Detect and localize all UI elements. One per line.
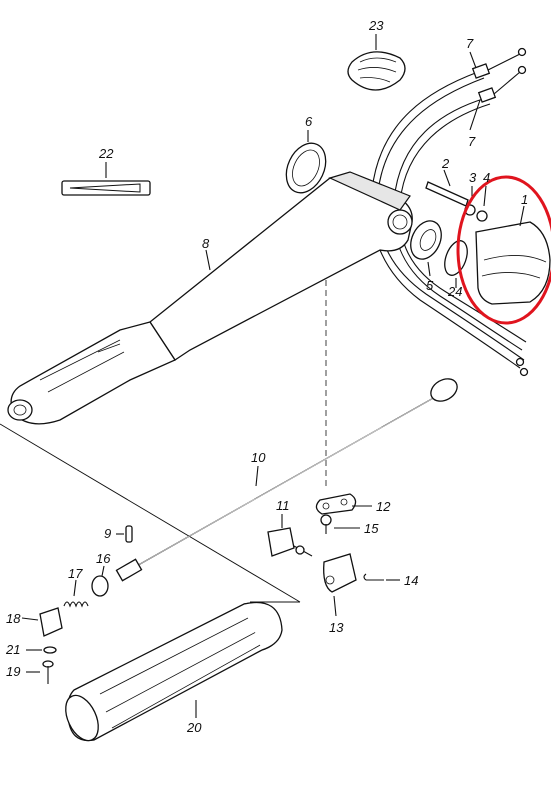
part-15-screw (320, 514, 360, 534)
part-9-pin (116, 525, 133, 543)
label-14: 14 (404, 573, 418, 588)
label-9: 9 (104, 526, 111, 541)
label-18: 18 (6, 611, 21, 626)
part-22-arrow-label (61, 162, 151, 196)
part-19-screw (26, 660, 54, 684)
label-13: 13 (329, 620, 344, 635)
label-20: 20 (186, 720, 202, 735)
label-11: 11 (276, 498, 290, 513)
part-2-stud (425, 169, 469, 207)
part-17-spring (63, 579, 89, 608)
label-22: 22 (98, 146, 114, 161)
label-3: 3 (469, 170, 477, 185)
label-12: 12 (376, 499, 391, 514)
part-18-block (21, 607, 63, 637)
part-5-bushing (410, 220, 442, 277)
label-8: 8 (202, 236, 210, 251)
label-23: 23 (368, 18, 384, 33)
part-6-oring (285, 130, 327, 194)
part-14-cotter-pin (363, 573, 400, 581)
label-1: 1 (521, 192, 528, 207)
label-7-bottom: 7 (468, 134, 476, 149)
label-24: 24 (447, 284, 462, 299)
part-1-cover (475, 205, 551, 305)
label-10: 10 (251, 450, 266, 465)
part-labels: 23 7 7 6 22 2 3 4 1 8 5 24 10 11 12 15 9… (5, 18, 528, 735)
part-13-clamp (323, 553, 357, 617)
part-16-bushing (91, 565, 109, 597)
part-20-grip (65, 601, 283, 742)
label-5: 5 (426, 278, 434, 293)
label-4: 4 (483, 170, 490, 185)
part-8-tiller-arm (7, 171, 413, 425)
label-16: 16 (96, 551, 111, 566)
label-2: 2 (441, 156, 450, 171)
part-24-oring (444, 240, 468, 288)
part-12-plate (315, 493, 372, 515)
label-21: 21 (5, 642, 20, 657)
part-23-grommet (347, 34, 406, 91)
part-10-rod (115, 378, 458, 582)
highlight-circle (456, 175, 551, 325)
part-11-bracket (267, 514, 313, 557)
label-17: 17 (68, 566, 83, 581)
label-15: 15 (364, 521, 379, 536)
label-6: 6 (305, 114, 313, 129)
label-19: 19 (6, 664, 20, 679)
part-4-nut (476, 185, 488, 222)
part-21-washer (26, 646, 57, 654)
label-7-top: 7 (466, 36, 474, 51)
